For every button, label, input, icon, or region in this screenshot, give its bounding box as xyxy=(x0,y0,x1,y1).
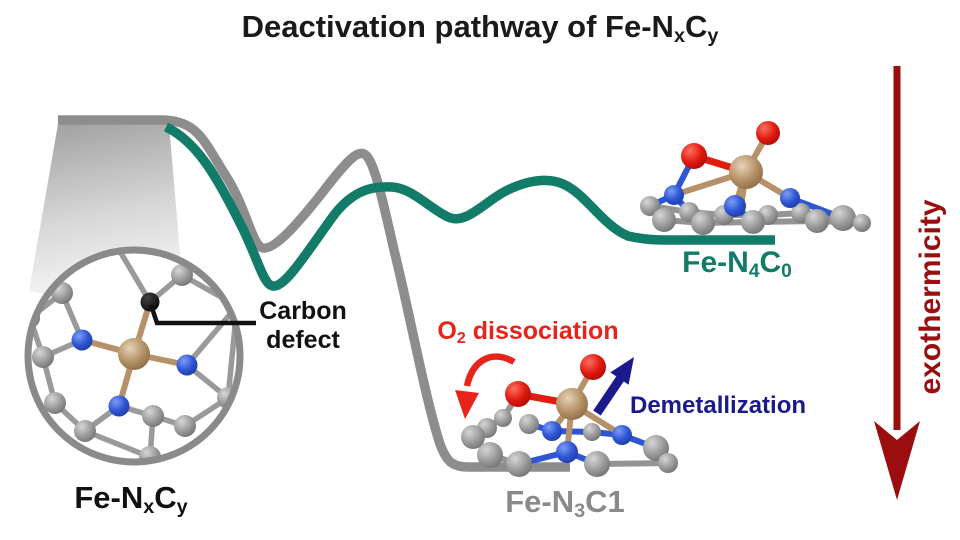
o-atom xyxy=(580,354,606,380)
c-atom xyxy=(139,446,161,459)
n-atom xyxy=(108,395,130,417)
c-atom xyxy=(658,453,678,473)
energy-curve-gray xyxy=(58,115,570,472)
c-atom xyxy=(477,442,503,468)
energy-curve-teal xyxy=(163,122,775,291)
o2-dissociation-arrow-icon xyxy=(455,353,516,419)
n-atom xyxy=(780,188,800,208)
demetallization-arrow-icon xyxy=(593,357,634,416)
n-atom xyxy=(556,441,578,463)
inset-label-c: C xyxy=(154,480,177,515)
fe-n4c0-label: Fe-N4C0 xyxy=(642,246,832,282)
n-atom xyxy=(176,354,198,376)
fe-n4c0-sub-4: 4 xyxy=(748,260,760,282)
c-atom xyxy=(461,425,485,449)
fe-atom xyxy=(729,155,763,189)
c-atom xyxy=(652,208,676,232)
c-atom xyxy=(74,420,96,442)
inset-molecule-label: Fe-NxCy xyxy=(33,480,229,518)
inset-label-sub-x: x xyxy=(143,495,155,518)
fe-n4c0-c: C xyxy=(759,246,782,279)
inset-label-text: Fe-N xyxy=(74,480,144,515)
c-atom xyxy=(640,196,660,216)
c-atom xyxy=(830,205,856,231)
fe-atom xyxy=(118,338,150,370)
c-atom xyxy=(805,209,829,233)
o-atom xyxy=(505,381,531,407)
n-atom xyxy=(724,195,746,217)
demetallization-label: Demetallization xyxy=(630,392,807,419)
callout-line1: Carbon xyxy=(259,297,347,325)
c-atom xyxy=(32,346,54,368)
c-atom xyxy=(142,405,164,427)
n-atom xyxy=(71,329,93,351)
fe-n3c1-text: Fe-N xyxy=(505,484,575,519)
title-sub-x: x xyxy=(673,24,685,47)
o2-label-rest: dissociation xyxy=(472,317,619,345)
c-atom xyxy=(584,451,610,477)
fe-n3c1-label: Fe-N3C1 xyxy=(470,484,660,522)
molecule-fe-n3c1 xyxy=(461,354,678,477)
c-atom xyxy=(44,392,66,414)
c-atom xyxy=(494,409,512,427)
exothermicity-arrow-icon xyxy=(874,66,920,500)
carbon-defect-atom xyxy=(140,292,160,312)
title-text: Deactivation pathway of Fe-N xyxy=(241,9,674,44)
n-atom xyxy=(612,425,632,445)
fe-atom xyxy=(556,388,588,420)
o2-dissociation-label: O2 dissociation xyxy=(428,317,628,347)
title-c: C xyxy=(684,9,708,44)
fe-n3c1-sub-3: 3 xyxy=(574,499,586,522)
figure-title: Deactivation pathway of Fe-NxCy xyxy=(0,9,960,47)
fe-n4c0-sub-0: 0 xyxy=(781,260,792,282)
callout-line2: defect xyxy=(266,326,340,354)
o2-label-o: O xyxy=(437,317,457,345)
inset-label-sub-y: y xyxy=(176,495,188,518)
c-atom xyxy=(691,211,715,235)
fe-n4c0-text: Fe-N xyxy=(682,246,749,279)
c-atom xyxy=(519,414,539,434)
carbon-defect-pointer xyxy=(148,304,256,326)
o-atom xyxy=(681,143,707,169)
n-atom xyxy=(542,421,562,441)
o2-label-sub: 2 xyxy=(456,330,466,347)
inset-circle-rim xyxy=(24,246,244,466)
exothermicity-axis-label: exothermicity xyxy=(914,199,947,395)
c-atom xyxy=(506,451,532,477)
fe-n3c1-suffix: C1 xyxy=(585,484,625,519)
o-atom xyxy=(756,121,780,145)
c-atom xyxy=(741,210,765,234)
n-atom xyxy=(664,185,684,205)
c-atom xyxy=(583,423,601,441)
c-atom xyxy=(174,415,196,437)
c-atom xyxy=(171,264,193,286)
molecule-fe-n4c0 xyxy=(640,121,871,235)
c-atom xyxy=(853,214,871,232)
title-sub-y: y xyxy=(707,24,719,47)
c-atom xyxy=(643,435,669,461)
